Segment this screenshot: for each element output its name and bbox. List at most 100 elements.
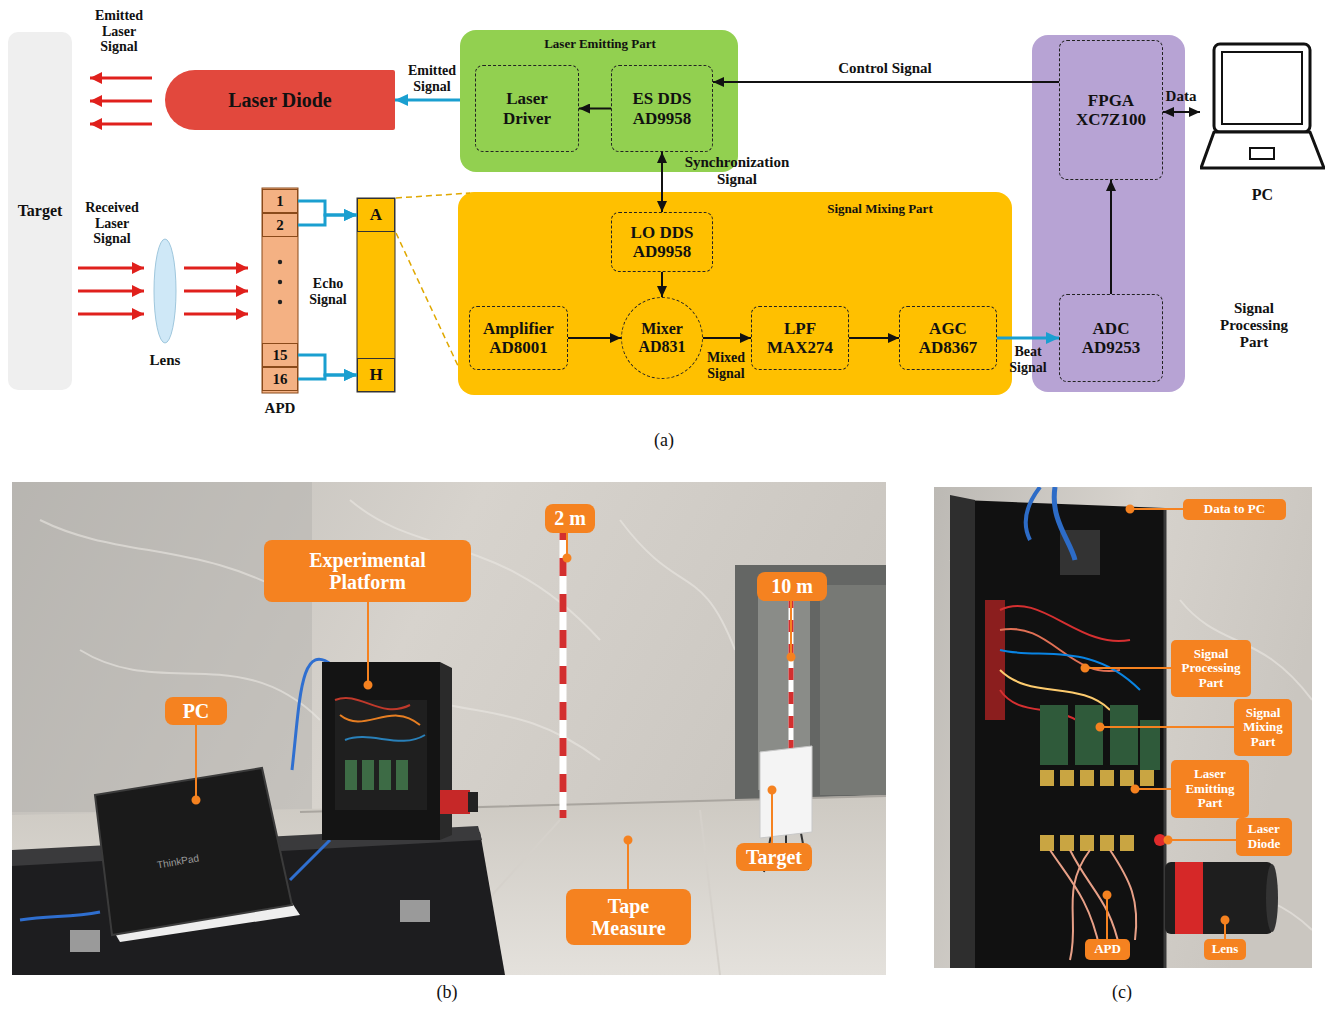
setup-photo — [468, 792, 478, 812]
platform-photo — [1000, 606, 1130, 641]
leader-line — [627, 842, 629, 889]
platform-photo — [1120, 835, 1134, 851]
laser-beam-arrow — [90, 123, 152, 126]
edge-label: Data — [1156, 88, 1206, 105]
part-panel-fill — [460, 30, 738, 172]
platform-photo — [1040, 770, 1154, 851]
callout-text: Signal Mixing Part — [1237, 706, 1289, 750]
setup-photo — [345, 760, 357, 790]
leader-line — [1222, 917, 1229, 924]
laser-beam-arrow — [78, 290, 144, 293]
platform-photo — [1165, 862, 1273, 934]
leader-line — [1132, 508, 1183, 510]
text-label: (b) — [427, 982, 467, 1002]
node-text: ES DDS AD9958 — [623, 89, 701, 127]
node-text: A — [370, 205, 382, 224]
setup-photo — [440, 790, 470, 814]
callout-label: PC — [165, 697, 227, 725]
setup-photo — [95, 768, 292, 935]
setup-photo — [12, 482, 886, 975]
setup-photo — [345, 735, 425, 741]
leader-line — [1137, 788, 1172, 790]
part-fill — [458, 30, 1185, 395]
apd-cell: 1 — [262, 189, 298, 213]
platform-photo — [934, 487, 1312, 968]
setup-photo — [700, 810, 720, 975]
laptop-icon — [1222, 52, 1302, 124]
component-box: ES DDS AD9958 — [611, 65, 713, 152]
node-text: AGC AD8367 — [911, 319, 985, 357]
setup-photo — [12, 482, 312, 812]
part-title: Signal Processing Part — [1214, 300, 1294, 350]
component-box: FPGA XC7Z100 — [1059, 40, 1163, 180]
callout-label: Experimental Platform — [264, 540, 471, 602]
leader-line — [769, 787, 776, 794]
text-label: Emitted Laser Signal — [86, 8, 152, 55]
part-panel-fill — [458, 192, 1012, 395]
callout-text: 2 m — [554, 507, 586, 529]
leader-line — [195, 725, 197, 798]
platform-photo — [1110, 850, 1136, 940]
laptop-icon — [1201, 132, 1324, 168]
laser-beam-arrow — [184, 313, 248, 316]
callout-text: Lens — [1212, 942, 1239, 957]
setup-photo — [20, 912, 100, 920]
setup-photo — [362, 760, 374, 790]
setup-photo — [820, 585, 886, 795]
setup-photo — [70, 930, 100, 952]
leader-line — [1097, 724, 1104, 731]
callout-label: Lens — [1204, 939, 1246, 960]
laser-beam-arrow — [184, 267, 248, 270]
setup-photo — [379, 760, 391, 790]
callout-label: 10 m — [757, 572, 827, 600]
leader-line — [1170, 839, 1237, 841]
node-text: FPGA XC7Z100 — [1071, 91, 1151, 129]
platform-photo — [1050, 850, 1100, 950]
laptop-icon — [1214, 44, 1310, 132]
platform-photo — [1060, 770, 1074, 786]
setup-photo — [40, 520, 300, 600]
platform-photo — [1266, 864, 1278, 932]
text-label: Echo Signal — [303, 276, 353, 307]
signal-arrow — [298, 355, 357, 375]
component-box: LO DDS AD9958 — [611, 212, 713, 272]
laptop-icon — [1200, 40, 1325, 180]
setup-photo — [335, 700, 427, 810]
callout-label: Signal Processing Part — [1171, 640, 1251, 697]
callout-text: APD — [1094, 942, 1121, 957]
pc-label: PC — [1252, 186, 1273, 204]
ellipsis-dots — [278, 260, 282, 264]
callout-text: 10 m — [771, 575, 813, 597]
component-box: LPF MAX274 — [751, 306, 849, 370]
zoom-dashed-line — [396, 233, 459, 368]
platform-photo — [1070, 850, 1120, 950]
signal-arrow — [395, 99, 460, 102]
apd-cell: 2 — [262, 213, 298, 237]
leader-line — [625, 837, 632, 844]
part-title: Laser Emitting Part — [500, 37, 700, 52]
connector-arrow — [1110, 180, 1112, 294]
apd-array: APD121516 — [252, 188, 308, 428]
target-bar: Target — [8, 32, 72, 390]
node-text: 16 — [273, 371, 288, 388]
laser-diode-shape: Laser Diode — [165, 70, 395, 130]
setup-photo — [396, 760, 408, 790]
leader-line — [771, 792, 773, 843]
connector-arrow — [579, 108, 611, 110]
setup-photo — [335, 698, 425, 741]
setup-photo — [12, 482, 886, 975]
platform-photo — [1040, 705, 1068, 765]
part-panel: Signal Processing PartFPGA XC7Z100ADC AD… — [1032, 35, 1185, 392]
leader-line — [1102, 726, 1235, 728]
apd-cell: 15 — [262, 343, 298, 367]
pc-icon: PC — [1200, 40, 1325, 212]
component-box: Laser Driver — [475, 65, 579, 152]
platform-photo — [1080, 835, 1094, 851]
node-text: H — [369, 365, 382, 384]
laser-beam-arrow — [90, 77, 152, 80]
callout-label: APD — [1085, 939, 1130, 960]
callout-text: PC — [183, 700, 210, 722]
platform-photo — [1075, 705, 1103, 765]
node-text: Laser Driver — [487, 89, 567, 127]
